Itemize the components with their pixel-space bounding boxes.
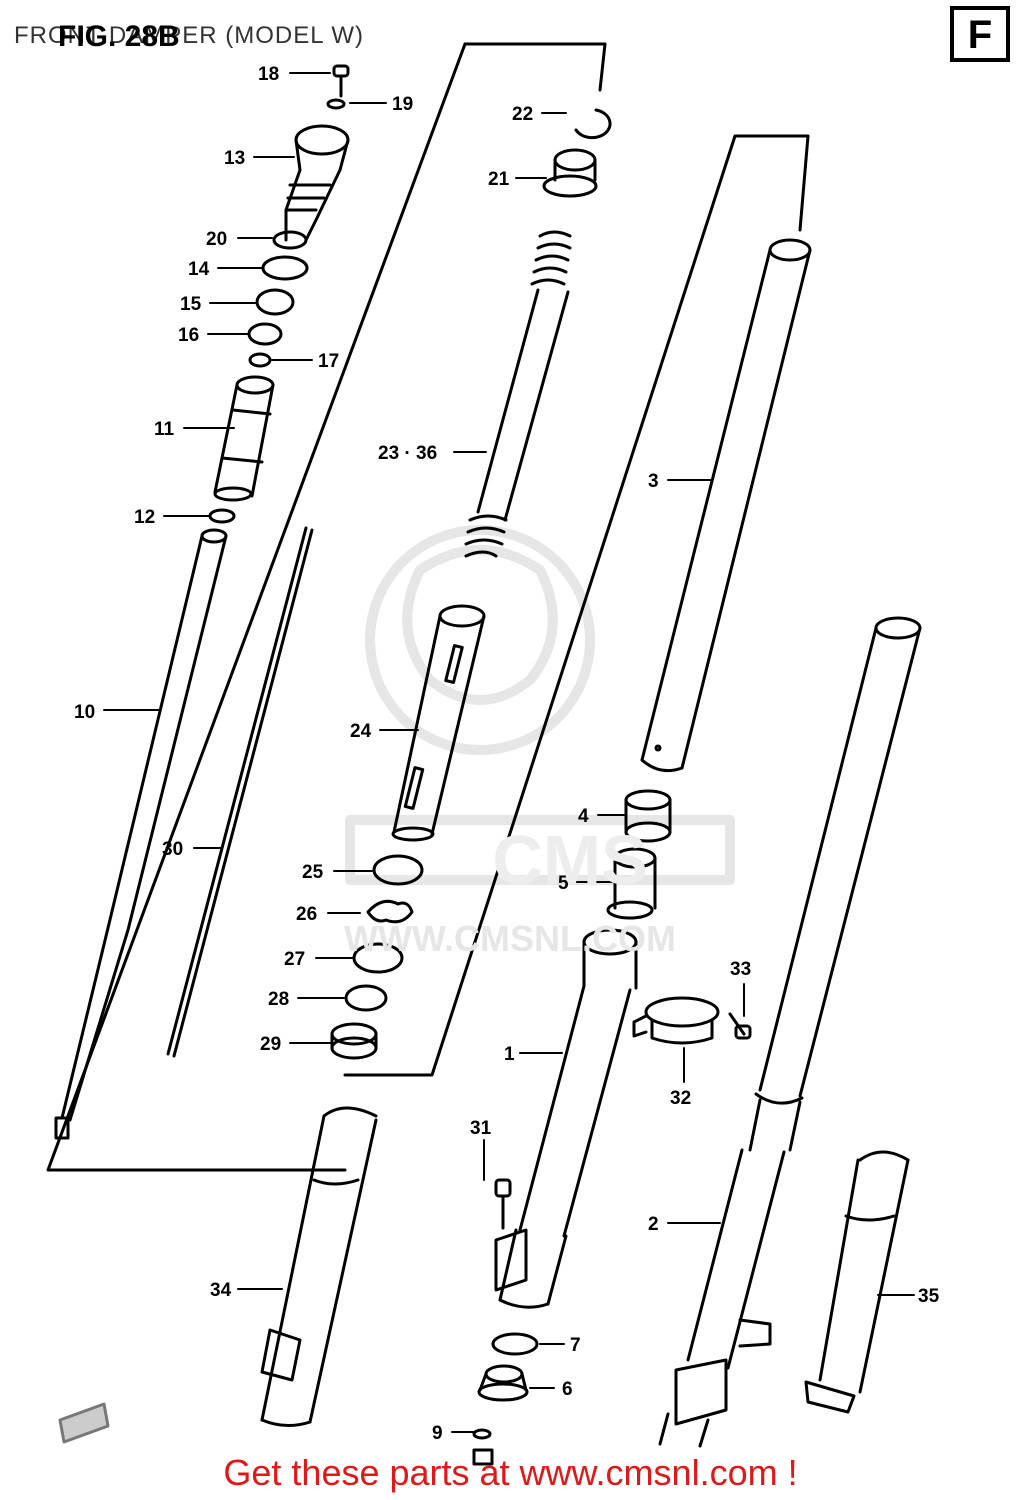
section-letter-box: F: [950, 6, 1010, 62]
callout-18: 18: [258, 64, 279, 85]
callout-12: 12: [134, 507, 155, 528]
part-3-inner-tube: [640, 238, 812, 773]
part-4-bushing: [624, 789, 672, 843]
part-26-clip: [366, 899, 414, 924]
part-14-ring: [261, 255, 309, 281]
part-12-ring: [208, 508, 236, 524]
part-15-ring: [255, 288, 295, 316]
part-6-nut: [477, 1364, 529, 1402]
part-11-cylinder: [213, 375, 275, 502]
callout-24: 24: [350, 721, 372, 742]
callout-5: 5: [558, 873, 569, 894]
callout-6: 6: [562, 1379, 573, 1400]
callout-32: 32: [670, 1088, 691, 1109]
part-20-oring: [272, 230, 308, 250]
callout-29: 29: [260, 1034, 281, 1055]
watermark-url: WWW.CMSNL.COM: [344, 918, 676, 959]
callout-2: 2: [648, 1214, 659, 1235]
callout-1: 1: [504, 1044, 515, 1065]
callout-17: 17: [318, 351, 339, 372]
watermark-logo-text: CMS: [492, 821, 648, 899]
part-35-fork-guard: [804, 1150, 910, 1414]
part-32-clamp: [632, 996, 720, 1045]
watermark-logo: [345, 525, 735, 885]
callout-33: 33: [730, 959, 751, 980]
callout-11: 11: [154, 419, 175, 440]
part-10-damper-rod: [54, 528, 228, 1140]
callout-26: 26: [296, 904, 317, 925]
figure-label: FIG. 28B: [58, 20, 180, 53]
callout-20: 20: [206, 229, 227, 250]
part-19-washer: [326, 98, 346, 110]
callout-16: 16: [178, 325, 199, 346]
part-5-bushing: [606, 847, 657, 920]
footer-link[interactable]: Get these parts at www.cmsnl.com !: [223, 1452, 798, 1493]
callout-15: 15: [180, 294, 202, 315]
part-28-washer: [344, 984, 388, 1012]
part-25-seal: [372, 854, 424, 886]
callout-31: 31: [470, 1118, 492, 1139]
callout-labels: 18 19 13 20 14 15 16 17 11 12 10 30 22 2…: [74, 64, 940, 1444]
part-33-bolt: [728, 1012, 752, 1040]
part-29-bushing: [330, 1022, 378, 1060]
callout-21: 21: [488, 169, 510, 190]
callout-28: 28: [268, 989, 289, 1010]
part-30-rod: [166, 526, 314, 1058]
part-8-bolt: [472, 1448, 494, 1466]
page-title: FRONT DAMPER (MODEL W): [14, 22, 364, 49]
callout-22: 22: [512, 104, 533, 125]
callout-30: 30: [162, 839, 183, 860]
callout-14: 14: [188, 259, 210, 280]
part-18-bolt: [332, 64, 350, 98]
callout-13: 13: [224, 148, 245, 169]
part-13-adjuster: [284, 124, 350, 242]
callout-25: 25: [302, 862, 324, 883]
callout-9: 9: [432, 1423, 443, 1444]
part-21-cap: [542, 148, 598, 198]
front-arrow-icon: [58, 1402, 110, 1444]
callout-7: 7: [570, 1335, 581, 1356]
callout-27: 27: [284, 949, 305, 970]
part-31-bolt: [494, 1178, 512, 1230]
part-17-ring: [248, 352, 272, 368]
part-27-seal: [352, 942, 404, 974]
callout-4: 4: [578, 806, 589, 827]
part-23-spring: [464, 230, 572, 558]
part-2-outer-tube: [658, 616, 922, 1448]
part-34-fork-guard: [260, 1106, 378, 1427]
part-24-slotted-tube: [391, 604, 486, 842]
part-1-outer-tube: [494, 928, 638, 1309]
callout-23-36: 23 · 36: [378, 443, 437, 464]
part-22-clip: [574, 108, 612, 140]
callout-19: 19: [392, 94, 413, 115]
callout-35: 35: [918, 1286, 940, 1307]
part-9-washer: [472, 1428, 492, 1440]
callout-34: 34: [210, 1280, 232, 1301]
callout-10: 10: [74, 702, 95, 723]
callout-3: 3: [648, 471, 659, 492]
part-7-oring: [491, 1332, 539, 1356]
part-16-ring: [247, 322, 283, 346]
